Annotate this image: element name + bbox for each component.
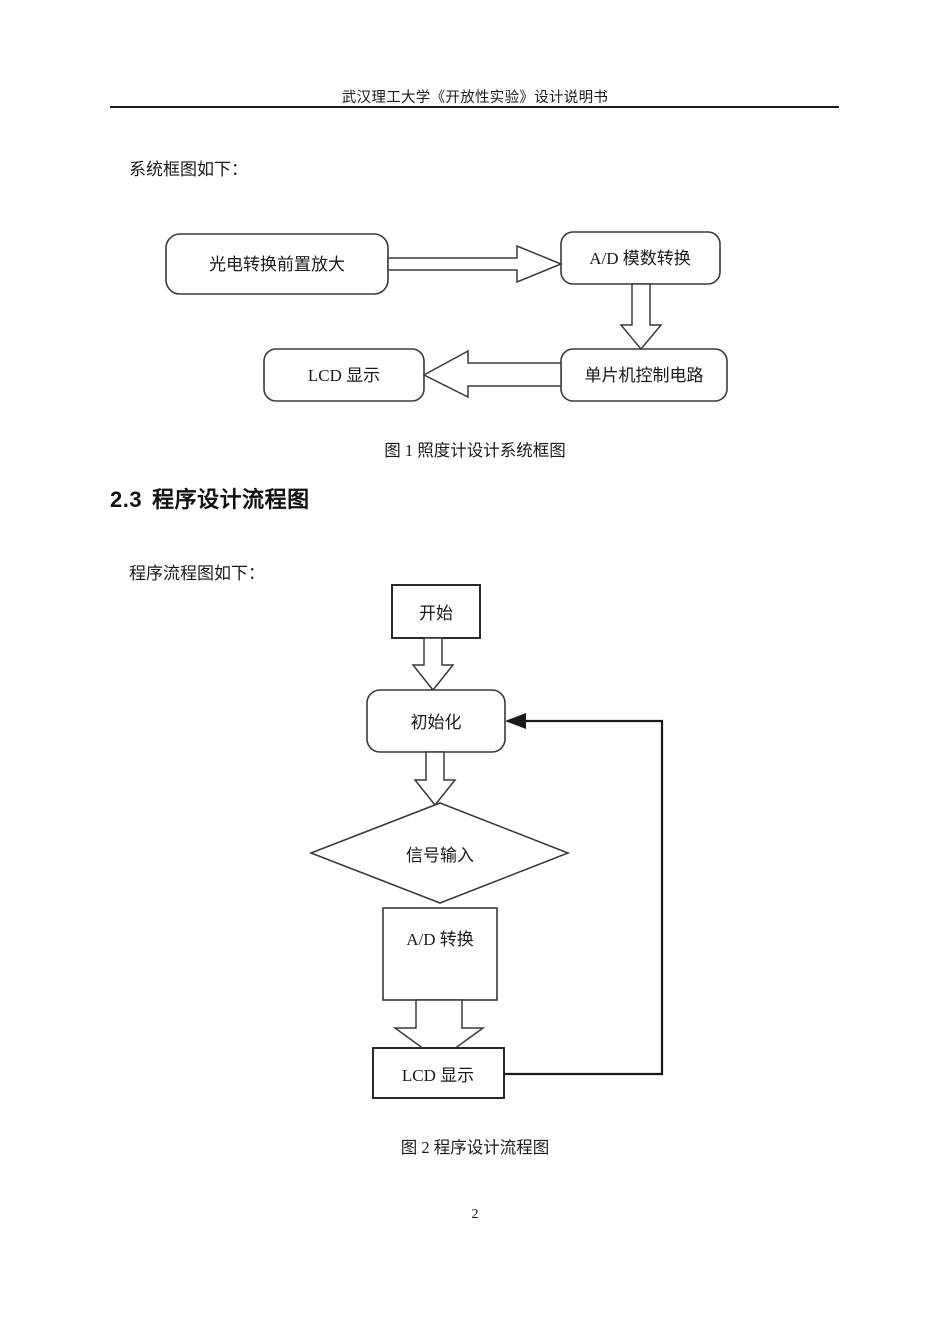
- node-init: 初始化: [366, 689, 506, 753]
- edge-lcd-to-init-arrowhead: [505, 713, 526, 729]
- figure2-caption: 图 2 程序设计流程图: [400, 1138, 550, 1157]
- edge-init-to-signal-arrow: [413, 751, 457, 807]
- section-heading-number: 2.3: [110, 487, 143, 512]
- node-start-shape: [391, 584, 481, 639]
- node-lcd-show: LCD 显示: [372, 1047, 505, 1099]
- node-start-label: 开始: [419, 604, 453, 623]
- edge-start-to-init-arrow: [411, 637, 455, 692]
- node-ad-converter: A/D 模数转换: [560, 231, 721, 285]
- node-lcd-show-label: LCD 显示: [402, 1066, 474, 1085]
- node-start: 开始: [391, 584, 481, 639]
- node-init-shape: [366, 689, 506, 753]
- node-mcu-circuit-label: 单片机控制电路: [585, 366, 704, 385]
- node-lcd-display-label: LCD 显示: [308, 366, 380, 385]
- node-signal-input-shape: [308, 802, 571, 904]
- node-photo-amp-label: 光电转换前置放大: [209, 255, 345, 274]
- system-diagram-intro-text: 系统框图如下：: [129, 160, 248, 179]
- page-number: 2: [471, 1207, 479, 1222]
- node-lcd-display: LCD 显示: [263, 348, 425, 402]
- edge-mcu-to-lcd-arrow: [422, 349, 562, 399]
- node-lcd-show-shape: [372, 1047, 505, 1099]
- figure-system-block-diagram: 光电转换前置放大 A/D 模数转换 单片机控制电路 LCD 显示: [165, 231, 728, 402]
- node-init-label: 初始化: [411, 713, 462, 732]
- section-heading-title: 程序设计流程图: [152, 487, 310, 512]
- node-signal-input: 信号输入: [308, 802, 571, 904]
- page-header-title: 武汉理工大学《开放性实验》设计说明书: [341, 90, 609, 106]
- header-rule: [110, 106, 839, 108]
- figure1-caption: 图 1 照度计设计系统框图: [384, 441, 566, 460]
- node-mcu-circuit: 单片机控制电路: [560, 348, 728, 402]
- node-ad-convert-shape: [382, 907, 498, 1001]
- node-signal-input-label: 信号输入: [406, 846, 474, 865]
- node-photo-amp: 光电转换前置放大: [165, 233, 389, 295]
- edge-photo-amp-to-ad-arrow: [387, 244, 563, 284]
- node-ad-convert: A/D 转换: [382, 907, 498, 1001]
- section-heading-2-3: 2.3 程序设计流程图: [110, 482, 310, 514]
- node-ad-converter-label: A/D 模数转换: [589, 249, 691, 268]
- edge-lcd-to-init-feedback-line: [504, 719, 664, 1076]
- flowchart-intro-text: 程序流程图如下：: [129, 564, 265, 583]
- node-ad-convert-label: A/D 转换: [406, 930, 474, 949]
- edge-ad-to-lcd-arrow: [392, 999, 486, 1061]
- edge-ad-to-mcu-arrow: [619, 283, 663, 351]
